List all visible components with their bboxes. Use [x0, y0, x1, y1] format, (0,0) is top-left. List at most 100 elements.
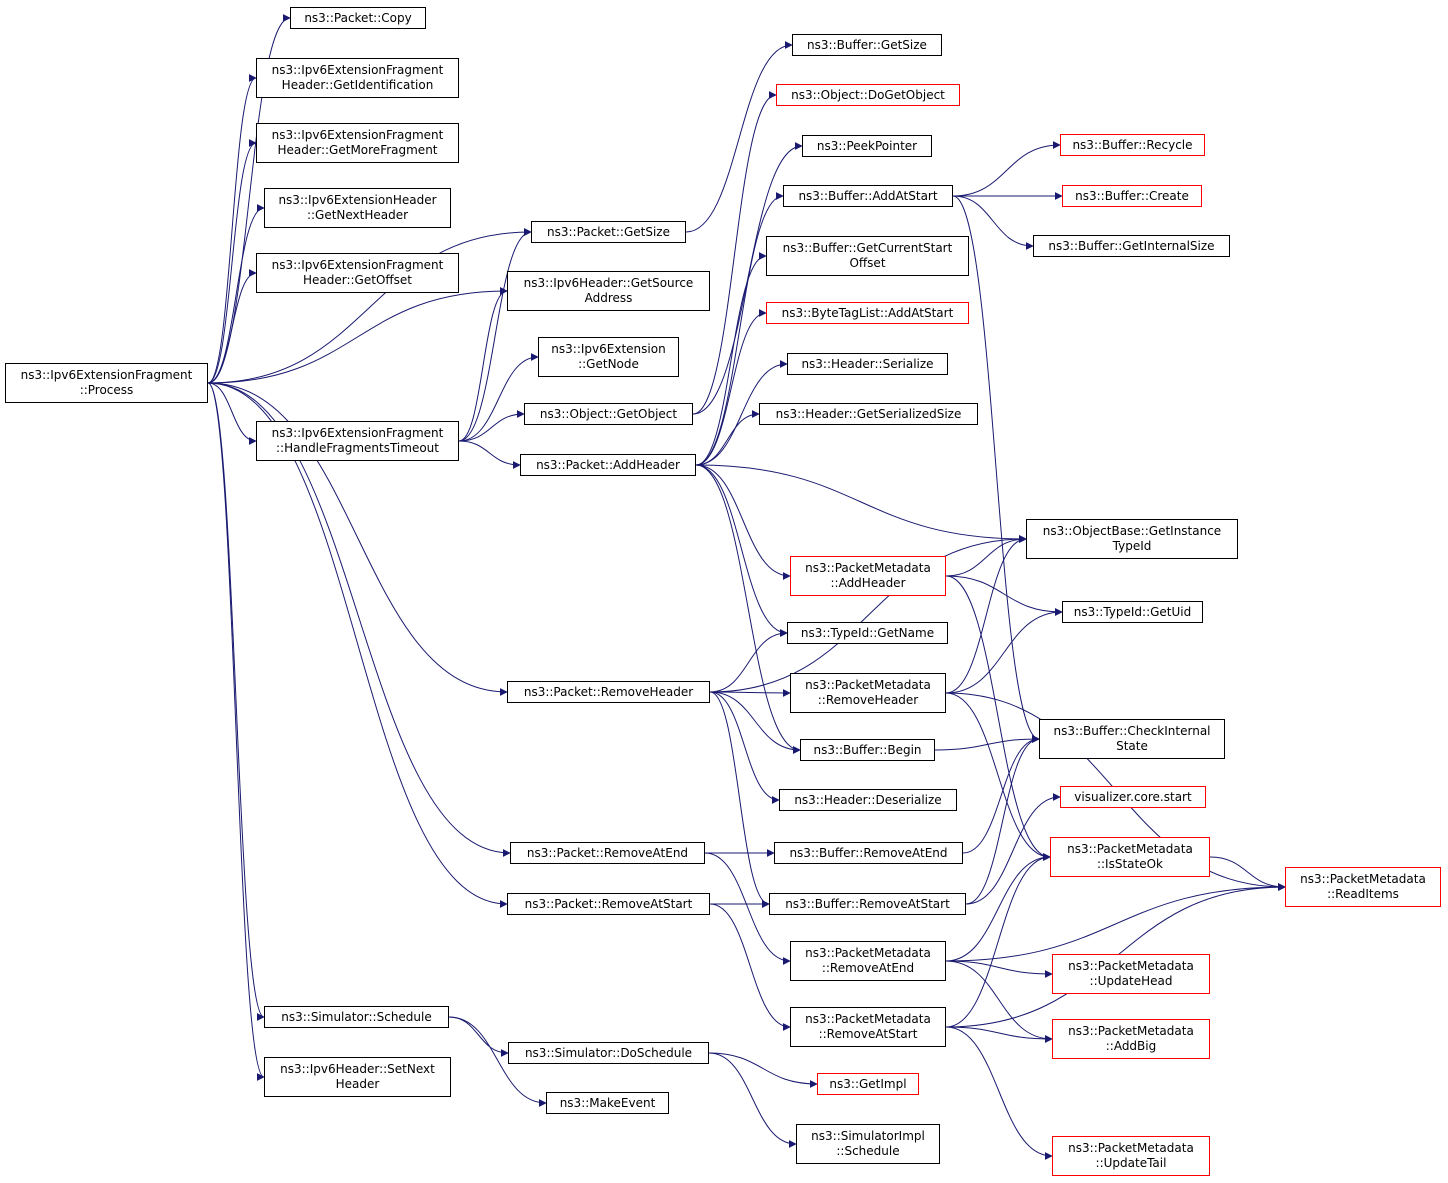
edge-pmremoveatstart-to-isstateok: [945, 853, 1051, 1028]
edge-handletimeout-to-getnode: [458, 353, 539, 442]
edge-addheader-to-typeidname: [695, 464, 788, 637]
node-handlefragmentstimeout[interactable]: ns3::Ipv6ExtensionFragment::HandleFragme…: [256, 421, 459, 461]
node-simulatorimpl-schedule[interactable]: ns3::SimulatorImpl::Schedule: [796, 1124, 940, 1164]
node-packet-copy[interactable]: ns3::Packet::Copy: [290, 7, 426, 29]
node-packetmetadata-updatetail[interactable]: ns3::PacketMetadata::UpdateTail: [1052, 1136, 1210, 1176]
edge-addheader-to-bufaddatstart: [695, 192, 784, 466]
node-packet-removeheader[interactable]: ns3::Packet::RemoveHeader: [507, 681, 710, 703]
node-buffer-addatstart[interactable]: ns3::Buffer::AddAtStart: [783, 185, 953, 207]
edge-removeheader-to-getinstancetypeid: [709, 535, 1027, 693]
edge-addheader-to-bufbegin: [695, 464, 801, 754]
node-visualizer-core-start[interactable]: visualizer.core.start: [1060, 786, 1206, 808]
node-ipv6extensionfragment-process[interactable]: ns3::Ipv6ExtensionFragment::Process: [5, 363, 208, 403]
edge-pmaddheader-to-getuid: [945, 575, 1063, 616]
node-packetmetadata-addheader[interactable]: ns3::PacketMetadata::AddHeader: [790, 556, 946, 596]
node-packet-addheader[interactable]: ns3::Packet::AddHeader: [520, 454, 696, 476]
node-buffer-create[interactable]: ns3::Buffer::Create: [1062, 185, 1202, 207]
edge-removeheader-to-pmremoveheader: [709, 688, 791, 697]
node-buffer-removeatstart[interactable]: ns3::Buffer::RemoveAtStart: [769, 893, 966, 915]
node-packetmetadata-removeheader[interactable]: ns3::PacketMetadata::RemoveHeader: [790, 673, 946, 713]
edge-pmremoveheader-to-isstateok: [945, 692, 1051, 861]
edge-root-to-schedule: [207, 382, 265, 1021]
node-ipv6extension-getnode[interactable]: ns3::Ipv6Extension::GetNode: [538, 337, 679, 377]
node-simulator-schedule[interactable]: ns3::Simulator::Schedule: [264, 1006, 449, 1028]
edge-bufremoveatstart-to-checkinternal: [965, 735, 1040, 905]
edge-bufremoveatend-to-checkinternal: [962, 735, 1040, 854]
node-packetmetadata-removeatstart[interactable]: ns3::PacketMetadata::RemoveAtStart: [790, 1007, 946, 1047]
edge-removeheader-to-bufbegin: [709, 691, 801, 754]
node-makeevent[interactable]: ns3::MakeEvent: [546, 1092, 669, 1114]
edge-getobject-to-dogetobject: [692, 91, 777, 415]
node-packet-getsize[interactable]: ns3::Packet::GetSize: [531, 221, 686, 243]
node-header-serialize[interactable]: ns3::Header::Serialize: [787, 353, 948, 375]
node-packetmetadata-readitems[interactable]: ns3::PacketMetadata::ReadItems: [1285, 867, 1441, 907]
edge-root-to-removeatstart: [207, 382, 508, 908]
node-buffer-removeatend[interactable]: ns3::Buffer::RemoveAtEnd: [774, 842, 963, 864]
edge-pmaddheader-to-getinstancetypeid: [945, 535, 1027, 577]
edge-root-to-getnexthdr: [207, 204, 265, 384]
node-buffer-begin[interactable]: ns3::Buffer::Begin: [800, 739, 935, 761]
edge-root-to-getoffset: [207, 269, 257, 384]
node-typeid-getname[interactable]: ns3::TypeId::GetName: [787, 622, 948, 644]
edge-schedule-to-makeevent: [448, 1016, 547, 1107]
edge-root-to-setnext: [207, 382, 265, 1081]
node-packet-removeatend[interactable]: ns3::Packet::RemoveAtEnd: [510, 842, 705, 864]
edge-root-to-removeheader: [207, 382, 508, 696]
edge-removeheader-to-deserialize: [709, 691, 780, 804]
edge-bufaddatstart-to-recycle: [952, 141, 1061, 197]
edge-handletimeout-to-getsource: [458, 287, 508, 442]
edge-addheader-to-getserialized: [695, 410, 760, 466]
node-packetmetadata-updatehead[interactable]: ns3::PacketMetadata::UpdateHead: [1052, 954, 1210, 994]
node-packetmetadata-removeatend[interactable]: ns3::PacketMetadata::RemoveAtEnd: [790, 941, 946, 981]
edge-bufaddatstart-to-checkinternal: [952, 195, 1040, 743]
edge-addheader-to-bytetag: [695, 309, 767, 466]
edge-root-to-removeatend: [207, 382, 511, 857]
edge-schedule-to-doschedule: [448, 1016, 509, 1057]
edge-handletimeout-to-pktgetsize: [458, 228, 532, 442]
edge-doschedule-to-simimplschedule: [708, 1052, 797, 1148]
edge-removeatend-to-pmremoveatend: [704, 852, 791, 965]
edge-pmremoveatend-to-updatehead: [945, 960, 1053, 978]
edge-pktgetsize-to-bufgetsize: [685, 41, 793, 233]
edge-root-to-getident: [207, 74, 257, 384]
edge-removeheader-to-bufremoveatstart: [709, 691, 770, 908]
edge-addheader-to-getcurrentstart: [695, 252, 767, 466]
edge-pmremoveatend-to-readitems: [945, 883, 1286, 962]
node-bytetaglist-addatstart[interactable]: ns3::ByteTagList::AddAtStart: [766, 302, 969, 324]
node-packetmetadata-addbig[interactable]: ns3::PacketMetadata::AddBig: [1052, 1019, 1210, 1059]
node-buffer-getsize[interactable]: ns3::Buffer::GetSize: [792, 34, 942, 56]
node-typeid-getuid[interactable]: ns3::TypeId::GetUid: [1062, 601, 1203, 623]
node-getimpl[interactable]: ns3::GetImpl: [817, 1073, 919, 1095]
node-header-getserializedsize[interactable]: ns3::Header::GetSerializedSize: [759, 403, 978, 425]
node-extension-header-getnextheader[interactable]: ns3::Ipv6ExtensionHeader::GetNextHeader: [264, 188, 451, 228]
edge-isstateok-to-readitems: [1209, 856, 1286, 891]
edge-handletimeout-to-getobject: [458, 410, 525, 442]
node-object-dogetobject[interactable]: ns3::Object::DoGetObject: [776, 84, 960, 106]
node-buffer-recycle[interactable]: ns3::Buffer::Recycle: [1060, 134, 1205, 156]
edge-pmremoveatstart-to-updatetail: [945, 1026, 1053, 1160]
node-buffer-getinternalsize[interactable]: ns3::Buffer::GetInternalSize: [1033, 235, 1230, 257]
edge-handletimeout-to-addheader: [458, 440, 521, 469]
edge-bufbegin-to-checkinternal: [934, 735, 1040, 751]
edge-root-to-pktgetsize: [207, 228, 532, 384]
node-packet-removeatstart[interactable]: ns3::Packet::RemoveAtStart: [507, 893, 710, 915]
node-simulator-doschedule[interactable]: ns3::Simulator::DoSchedule: [508, 1042, 709, 1064]
node-object-getobject[interactable]: ns3::Object::GetObject: [524, 403, 693, 425]
edge-root-to-getmore: [207, 139, 257, 384]
node-peekpointer[interactable]: ns3::PeekPointer: [802, 135, 932, 157]
node-packetmetadata-isstateok[interactable]: ns3::PacketMetadata::IsStateOk: [1050, 837, 1210, 877]
edge-doschedule-to-getimpl: [708, 1052, 818, 1088]
edge-removeatstart-to-pmremoveatstart: [709, 903, 791, 1031]
node-header-deserialize[interactable]: ns3::Header::Deserialize: [779, 789, 957, 811]
edge-bufaddatstart-to-getinternalsize: [952, 195, 1034, 250]
